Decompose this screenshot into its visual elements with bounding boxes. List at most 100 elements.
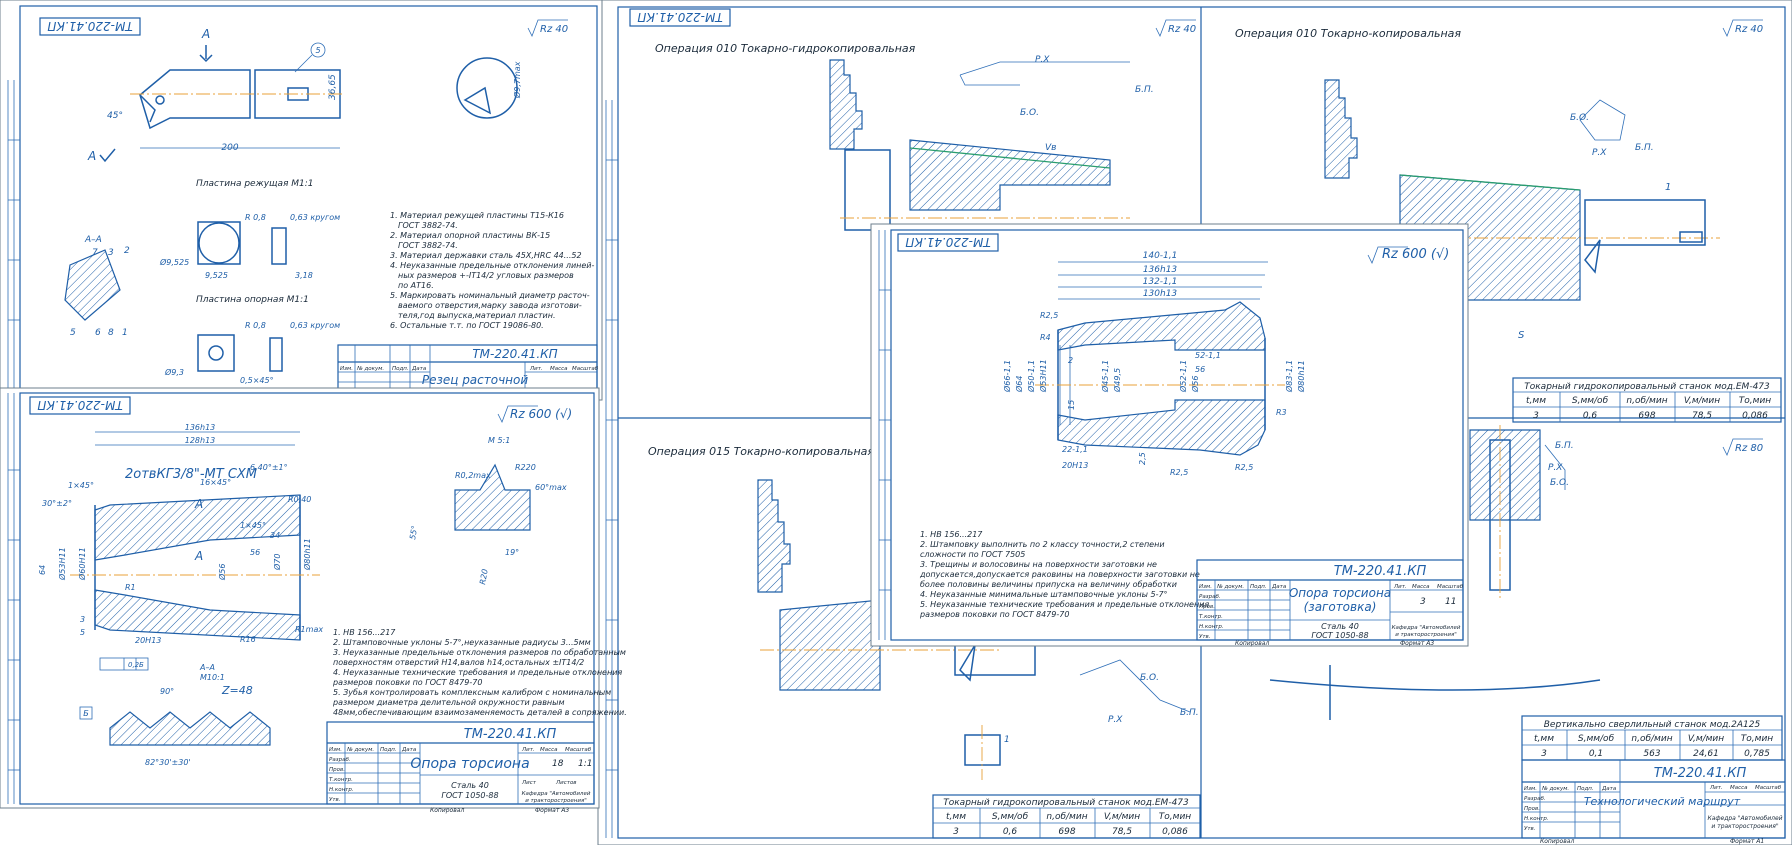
svg-text:Масса: Масса: [540, 747, 558, 753]
svg-text:Копировал: Копировал: [1235, 640, 1269, 647]
svg-text:Изм.: Изм.: [329, 747, 342, 753]
svg-text:30°±2°: 30°±2°: [42, 499, 72, 508]
op010-hydro-title: Операция 010 Токарно-гидрокопировальная: [655, 42, 916, 55]
svg-text:Подп.: Подп.: [1577, 786, 1594, 792]
svg-text:1. Материал режущей пластины Т: 1. Материал режущей пластины Т15-К16: [390, 211, 564, 220]
svg-text:Масса: Масса: [550, 366, 568, 372]
svg-text:2. Штамповку выполнить по 2 кл: 2. Штамповку выполнить по 2 классу точно…: [920, 540, 1165, 549]
svg-text:Копировал: Копировал: [430, 807, 464, 814]
svg-text:18: 18: [552, 759, 564, 769]
svg-text:Б.О.: Б.О.: [1020, 108, 1039, 118]
svg-text:Лит.: Лит.: [529, 366, 543, 372]
svg-text:1:1: 1:1: [578, 759, 592, 769]
svg-text:Н.контр.: Н.контр.: [1524, 816, 1549, 822]
svg-text:7: 7: [92, 248, 98, 258]
svg-text:Формат А3: Формат А3: [1400, 640, 1434, 647]
svg-text:Ø53H11: Ø53H11: [1038, 359, 1048, 393]
forging-title-block: ТМ-220.41.КП Опора торсиона (заготовка) …: [1196, 559, 1464, 647]
svg-text:0,086: 0,086: [1162, 827, 1188, 837]
part-sheet[interactable]: ТМ-220.41.КП Rz 600 (√) 136h13 128h13 1×…: [0, 387, 627, 814]
svg-text:Ø53H11: Ø53H11: [57, 547, 67, 581]
svg-text:Vв: Vв: [1045, 143, 1056, 153]
svg-text:3: 3: [1533, 411, 1539, 421]
svg-text:20H13: 20H13: [135, 636, 161, 645]
svg-text:Rz 600 (√): Rz 600 (√): [1382, 247, 1449, 262]
svg-text:Ø56: Ø56: [1190, 376, 1200, 393]
svg-text:9,525: 9,525: [205, 271, 228, 280]
svg-text:Р.Х: Р.Х: [1108, 715, 1123, 725]
svg-text:Кафедра "Автомобилей: Кафедра "Автомобилей: [1707, 815, 1782, 822]
svg-text:Б.П.: Б.П.: [1135, 85, 1154, 95]
svg-text:90°: 90°: [160, 687, 174, 696]
svg-text:0,6: 0,6: [1583, 411, 1598, 421]
svg-text:3: 3: [953, 827, 959, 837]
part-main-section: 136h13 128h13 1×45° 30°±2° 64 Ø53H11 Ø60…: [38, 423, 323, 671]
svg-text:Ø50-1,1: Ø50-1,1: [1026, 360, 1036, 393]
svg-text:2,5: 2,5: [1138, 452, 1147, 465]
svg-text:Лит.: Лит.: [1709, 785, 1723, 791]
svg-text:R2,5: R2,5: [1040, 311, 1058, 320]
svg-text:0,2: 0,2: [128, 661, 140, 669]
route-title: Технологический маршрут: [1584, 795, 1741, 808]
svg-text:№ докум.: № докум.: [1541, 786, 1569, 792]
forging-designation: ТМ-220.41.КП: [1334, 564, 1427, 579]
svg-text:размеров поковки по ГОСТ 8479-: размеров поковки по ГОСТ 8479-70: [919, 610, 1069, 619]
tool-rz-mark: Rz 40: [527, 19, 568, 37]
svg-text:698: 698: [1638, 411, 1655, 421]
tool-sheet[interactable]: ТМ-220.41.КП Rz 40 200 36,65 45° А А 5: [0, 0, 603, 401]
svg-text:R1max: R1max: [295, 625, 323, 634]
op015-copy-title: Операция 015 Токарно-копировальная: [648, 445, 874, 458]
svg-text:№ докум.: № докум.: [356, 366, 384, 372]
svg-text:R0,2max: R0,2max: [455, 471, 491, 480]
svg-text:А–А: А–А: [199, 663, 215, 672]
svg-text:52-1,1: 52-1,1: [1195, 351, 1221, 360]
svg-text:56: 56: [250, 548, 260, 557]
svg-text:6,40°±1°: 6,40°±1°: [250, 463, 288, 472]
svg-text:Б.П.: Б.П.: [1555, 441, 1574, 451]
svg-text:R 0,8: R 0,8: [245, 321, 266, 330]
part-designation-mirror: ТМ-220.41.КП: [37, 398, 122, 412]
svg-text:Разраб.: Разраб.: [1199, 594, 1221, 600]
svg-text:Н.контр.: Н.контр.: [1199, 624, 1224, 630]
svg-text:Р.Х: Р.Х: [1548, 463, 1563, 473]
svg-text:R16: R16: [240, 635, 256, 644]
svg-text:2. Материал опорной пластины В: 2. Материал опорной пластины ВК-15: [390, 231, 550, 240]
svg-text:5. Неуказанные технические тре: 5. Неуказанные технические требования и …: [920, 600, 1209, 609]
svg-text:Tо,мин: Tо,мин: [1739, 396, 1772, 406]
svg-text:и тракторостроения": и тракторостроения": [1395, 632, 1457, 638]
svg-text:136h13: 136h13: [1143, 265, 1178, 275]
svg-text:Z=48: Z=48: [221, 684, 253, 697]
svg-text:Утв.: Утв.: [1199, 634, 1211, 640]
svg-text:и тракторостроения": и тракторостроения": [1711, 823, 1778, 830]
svg-text:Подп.: Подп.: [392, 366, 409, 372]
svg-text:t,мм: t,мм: [1534, 734, 1554, 744]
svg-text:Масштаб: Масштаб: [1755, 785, 1782, 791]
tool-title-block: ТМ-220.41.КП Резец расточной Лит. Масса …: [337, 344, 599, 395]
svg-text:Разраб.: Разраб.: [329, 757, 351, 763]
svg-text:Tо,мин: Tо,мин: [1741, 734, 1774, 744]
svg-text:Ø52-1,1: Ø52-1,1: [1178, 360, 1188, 393]
svg-text:6. Остальные т.т. по ГОСТ 1908: 6. Остальные т.т. по ГОСТ 19086-80.: [390, 321, 544, 330]
svg-text:0,63 кругом: 0,63 кругом: [290, 213, 340, 222]
forging-sheet[interactable]: ТМ-220.41.КП Rz 600 (√) 140-1,1 136h13 1…: [870, 223, 1469, 647]
svg-text:6: 6: [95, 328, 101, 338]
svg-text:0,6: 0,6: [1003, 827, 1018, 837]
svg-text:55°: 55°: [408, 525, 419, 541]
svg-text:0,63 кругом: 0,63 кругом: [290, 321, 340, 330]
svg-text:3: 3: [1541, 749, 1547, 759]
svg-text:3. Материал державки сталь 45Х: 3. Материал державки сталь 45Х,HRC 44...…: [390, 251, 582, 260]
route-sheet[interactable]: ТМ-220.41.КП Операция 010 Токарно-гидрок…: [597, 0, 1792, 845]
svg-text:0,785: 0,785: [1744, 749, 1770, 759]
svg-text:1. НВ 156...217: 1. НВ 156...217: [920, 530, 983, 539]
svg-text:n,об/мин: n,об/мин: [1046, 812, 1087, 822]
machine-table-2: Токарный гидрокопировальный станок мод.Е…: [932, 794, 1201, 839]
svg-text:24,61: 24,61: [1693, 749, 1719, 759]
svg-text:Вертикально сверлильный станок: Вертикально сверлильный станок мод.2А125: [1544, 720, 1761, 730]
tool-notes: 1. Материал режущей пластины Т15-К16 ГОС…: [390, 211, 595, 330]
svg-text:R2,5: R2,5: [1235, 463, 1253, 472]
svg-text:Rz 40: Rz 40: [540, 24, 568, 35]
svg-text:Ø80h11: Ø80h11: [1296, 360, 1306, 393]
svg-text:1: 1: [122, 328, 128, 338]
svg-text:ГОСТ 1050-88: ГОСТ 1050-88: [441, 791, 498, 800]
op010-copy-title: Операция 010 Токарно-копировальная: [1235, 27, 1461, 40]
